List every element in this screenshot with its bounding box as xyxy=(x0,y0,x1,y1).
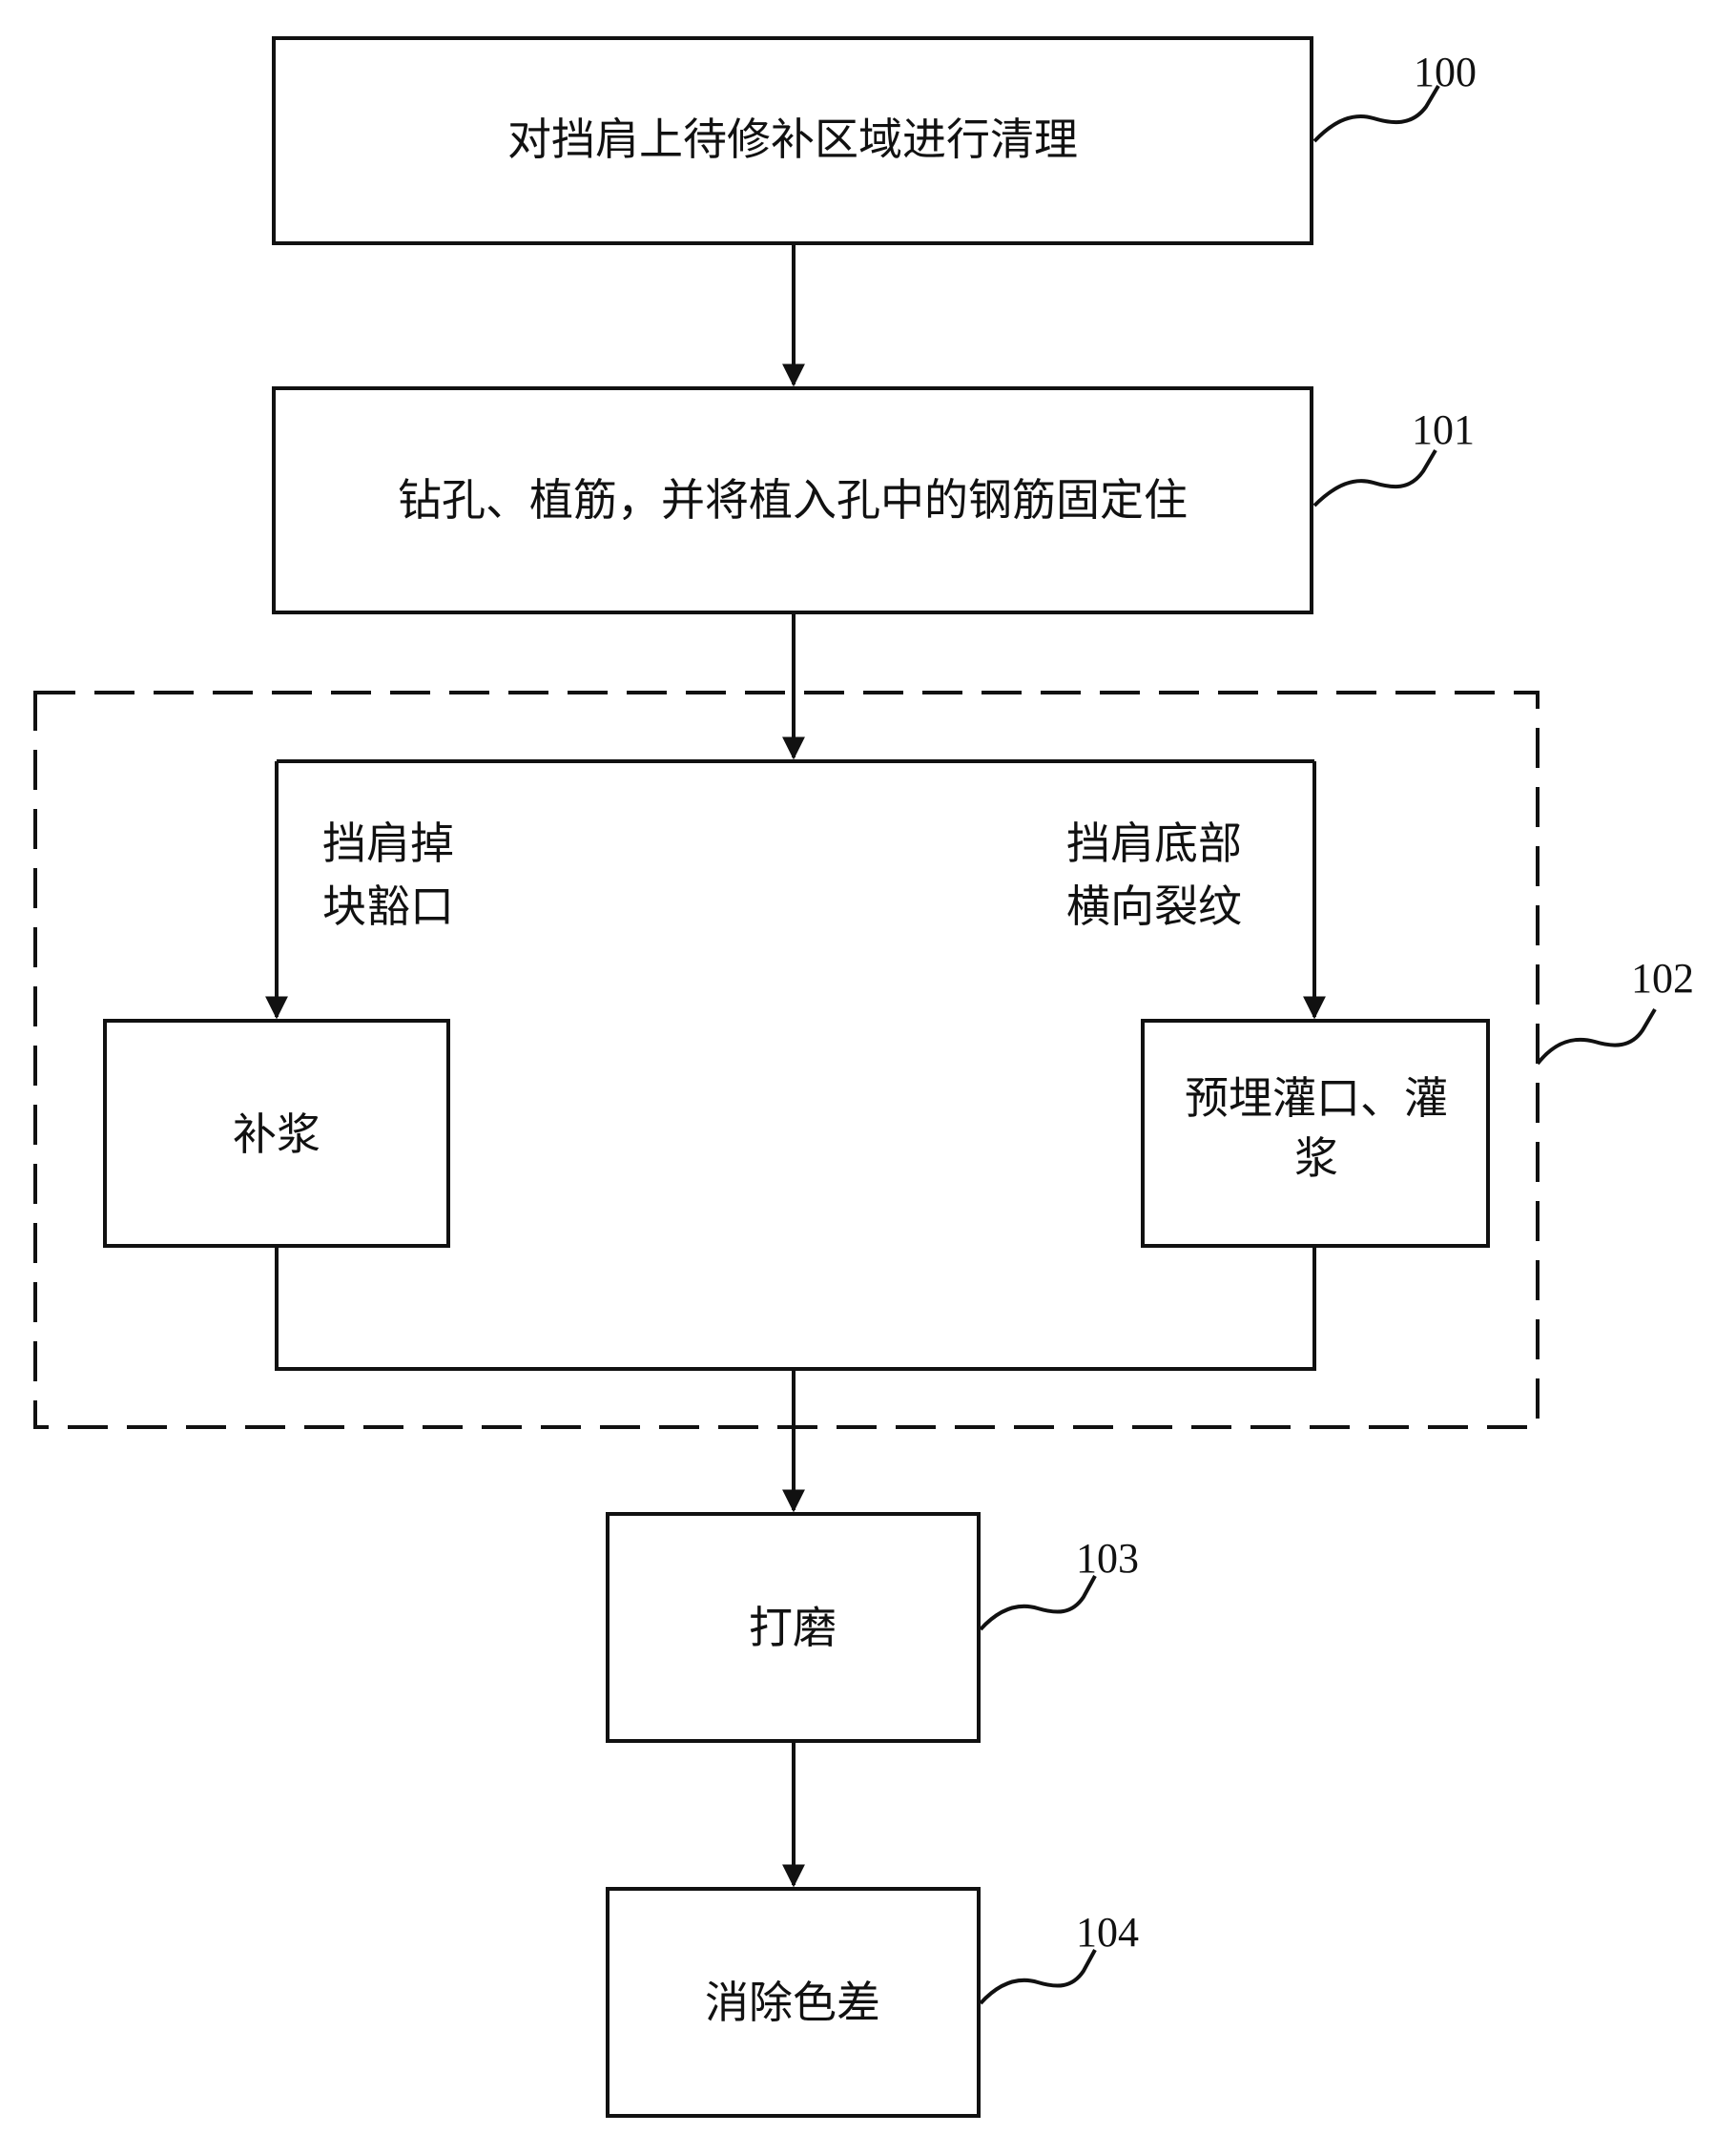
ref-102: 102 xyxy=(1631,955,1694,1002)
leader-102 xyxy=(1538,1009,1655,1064)
ref-100: 100 xyxy=(1414,49,1477,95)
left-step-label: 补浆 xyxy=(233,1108,320,1160)
ref-103: 103 xyxy=(1076,1535,1139,1582)
left-condition-line1: 挡肩掉 xyxy=(322,818,454,869)
step-100-label: 对挡肩上待修补区域进行清理 xyxy=(507,114,1078,165)
group-102-dashed-box xyxy=(35,693,1538,1427)
ref-104: 104 xyxy=(1076,1909,1139,1956)
step-101-label: 钻孔、植筋，并将植入孔中的钢筋固定住 xyxy=(398,474,1188,526)
leader-104 xyxy=(981,1950,1095,2003)
right-step-label-line1: 预埋灌口、灌 xyxy=(1185,1072,1448,1124)
step-103-label: 打磨 xyxy=(749,1602,837,1653)
leader-101 xyxy=(1314,450,1436,506)
right-step-label-line2: 浆 xyxy=(1294,1132,1338,1184)
right-condition-line1: 挡肩底部 xyxy=(1066,818,1242,869)
step-104-label: 消除色差 xyxy=(705,1977,880,2028)
merge-line xyxy=(277,1246,1314,1369)
ref-101: 101 xyxy=(1412,406,1475,453)
right-condition-line2: 横向裂纹 xyxy=(1066,881,1242,932)
left-condition-line2: 块豁口 xyxy=(322,881,454,932)
leader-103 xyxy=(981,1576,1095,1629)
